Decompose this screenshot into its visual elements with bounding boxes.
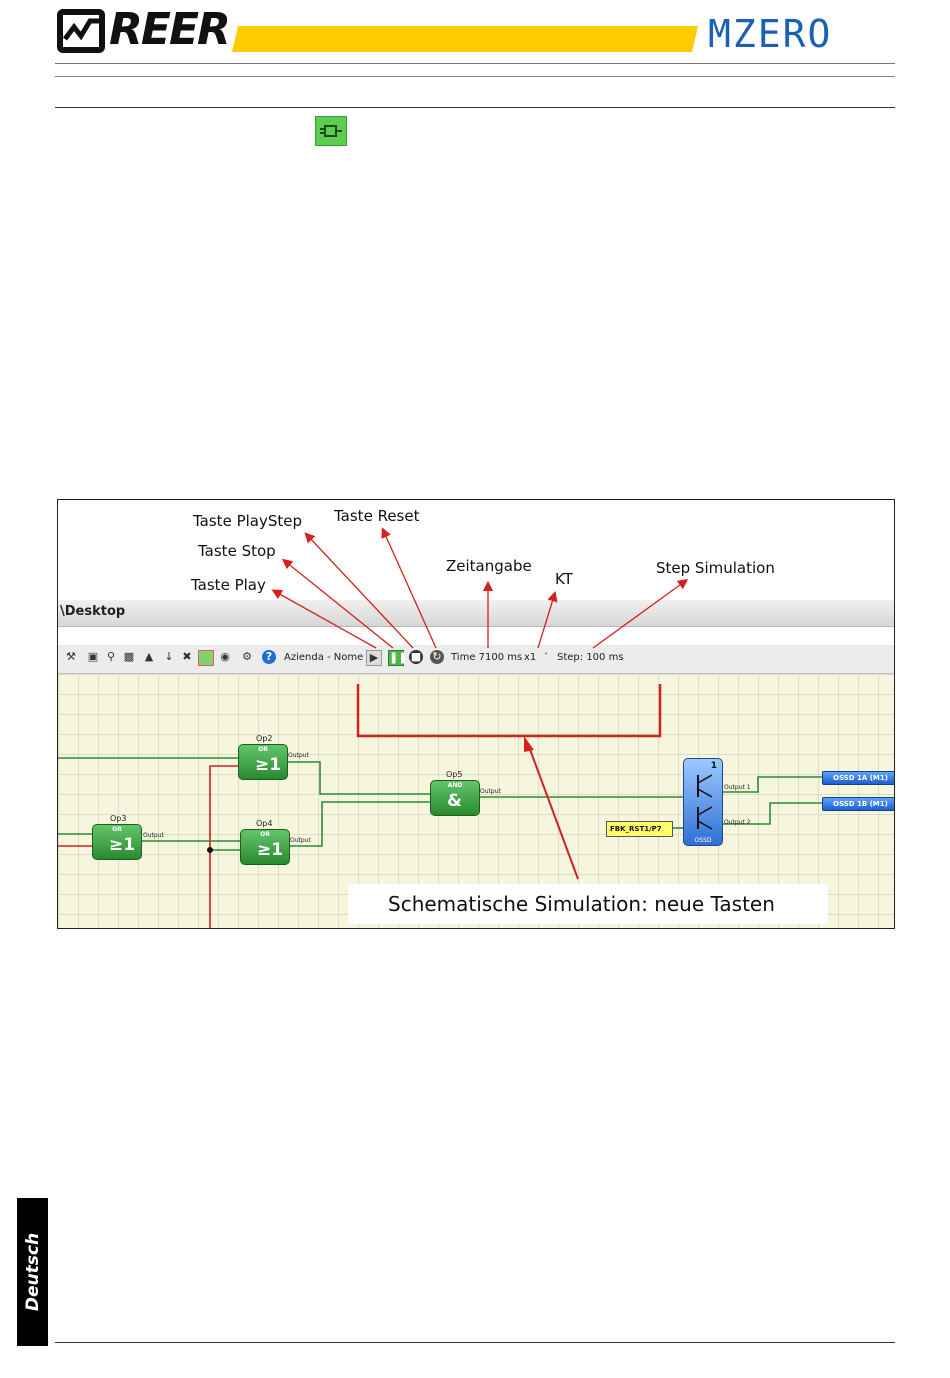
step-readout: Step: 100 ms <box>557 652 624 663</box>
gate-symbol: ≥1 <box>255 755 282 775</box>
language-tab: Deutsch <box>17 1198 48 1346</box>
gate-op2[interactable]: OR ≥1 <box>238 744 288 780</box>
output-ossd-1b[interactable]: OSSD 1B (M1) <box>822 797 894 811</box>
gate-type: OR <box>258 746 268 753</box>
op2-output-label: Output <box>288 752 309 759</box>
output-ossd-1a[interactable]: OSSD 1A (M1) <box>822 771 894 785</box>
brand-name: REER <box>109 4 231 55</box>
callout-zeitangabe: Zeitangabe <box>446 557 532 575</box>
footer-rule <box>55 1342 895 1343</box>
callout-play-step: Taste PlayStep <box>193 512 302 530</box>
ossd-block[interactable]: 1 OSSD <box>683 758 723 846</box>
gate-type: AND <box>447 782 463 789</box>
gate-op4[interactable]: OR ≥1 <box>240 829 290 865</box>
schematic-canvas[interactable]: Op2 OR ≥1 Output Op3 OR ≥1 Output Op4 OR… <box>58 674 894 928</box>
reset-button[interactable]: ↻ <box>430 650 444 664</box>
callout-arrows <box>271 527 689 649</box>
product-name: MZERO <box>708 12 833 56</box>
time-readout: Time 7100 ms <box>451 652 523 663</box>
gate-type: OR <box>260 831 270 838</box>
reer-logo: REER <box>57 4 237 56</box>
window-titlebar: \Desktop <box>58 600 894 627</box>
window-title: \Desktop <box>60 604 126 619</box>
gate-symbol: ≥1 <box>109 835 136 855</box>
ossd-number: 1 <box>710 761 717 771</box>
header-rule-bottom <box>55 76 895 77</box>
help-icon[interactable]: ? <box>262 650 276 664</box>
chevron-down-icon[interactable]: ˅ <box>544 652 548 661</box>
callout-kt: KT <box>555 570 573 588</box>
simulation-figure: Taste PlayStep Taste Reset Taste Stop Ze… <box>57 499 895 929</box>
play-step-button[interactable]: ❚❚ <box>388 650 408 666</box>
ossd-output2-label: Output 2 <box>724 819 751 826</box>
monitor-icon[interactable]: ▣ <box>87 650 99 663</box>
op2-label: Op2 <box>256 734 273 743</box>
caption-backdrop <box>348 884 828 924</box>
output-ossd-1b-label: OSSD 1B (M1) <box>833 800 888 808</box>
fbk-input[interactable]: FBK_RST1/P7 <box>606 821 673 837</box>
reer-logo-mark-icon <box>57 9 105 53</box>
tools-icon[interactable]: ⚙ <box>242 650 252 663</box>
fbk-label: FBK_RST1/P7 <box>610 825 662 833</box>
header-yellow-bar <box>232 26 698 52</box>
section-rule <box>55 107 895 108</box>
simulation-toggle-icon[interactable] <box>198 650 214 666</box>
gate-type: OR <box>112 826 122 833</box>
company-name: Azienda - Nome <box>284 652 364 663</box>
op3-output-label: Output <box>143 832 164 839</box>
simulation-icon <box>315 116 347 146</box>
language-label: Deutsch <box>22 1232 43 1312</box>
figure-caption: Schematische Simulation: neue Tasten <box>388 892 775 916</box>
op4-output-label: Output <box>290 837 311 844</box>
gate-symbol: & <box>447 791 462 811</box>
close-icon[interactable]: ✖ <box>182 650 192 663</box>
output-ossd-1a-label: OSSD 1A (M1) <box>833 774 888 782</box>
ossd-label: OSSD <box>694 837 712 844</box>
upload-icon[interactable]: ▲ <box>144 650 154 663</box>
op3-label: Op3 <box>110 814 127 823</box>
ossd-output1-label: Output 1 <box>724 784 751 791</box>
download-icon[interactable]: ↓ <box>164 650 174 663</box>
transistor-icon <box>697 774 713 830</box>
kt-select[interactable]: x1 <box>524 652 537 663</box>
callout-reset: Taste Reset <box>334 507 420 525</box>
wrench-icon[interactable]: ⚒ <box>66 650 76 663</box>
gate-symbol: ≥1 <box>257 840 284 860</box>
callout-play: Taste Play <box>191 576 266 594</box>
zoom-icon[interactable]: ⚲ <box>106 650 116 663</box>
gate-op5[interactable]: AND & <box>430 780 480 816</box>
header-rule-top <box>55 63 895 64</box>
op5-output-label: Output <box>480 788 501 795</box>
clipboard-icon[interactable]: ▩ <box>123 650 135 663</box>
record-icon[interactable]: ◉ <box>220 650 230 663</box>
plug-icon <box>320 125 342 137</box>
header: REER MZERO <box>0 0 950 110</box>
op4-label: Op4 <box>256 819 273 828</box>
callout-stop: Taste Stop <box>198 542 276 560</box>
wires <box>58 684 822 928</box>
op5-label: Op5 <box>446 770 463 779</box>
gate-op3[interactable]: OR ≥1 <box>92 824 142 860</box>
toolbar: ⚒ ▣ ⚲ ▩ ▲ ↓ ✖ ◉ ⚙ ? Azienda - Nome ▶ ❚❚ … <box>58 645 894 674</box>
stop-button[interactable]: ■ <box>409 650 423 664</box>
play-button[interactable]: ▶ <box>366 650 382 666</box>
callout-step-simulation: Step Simulation <box>656 559 775 577</box>
